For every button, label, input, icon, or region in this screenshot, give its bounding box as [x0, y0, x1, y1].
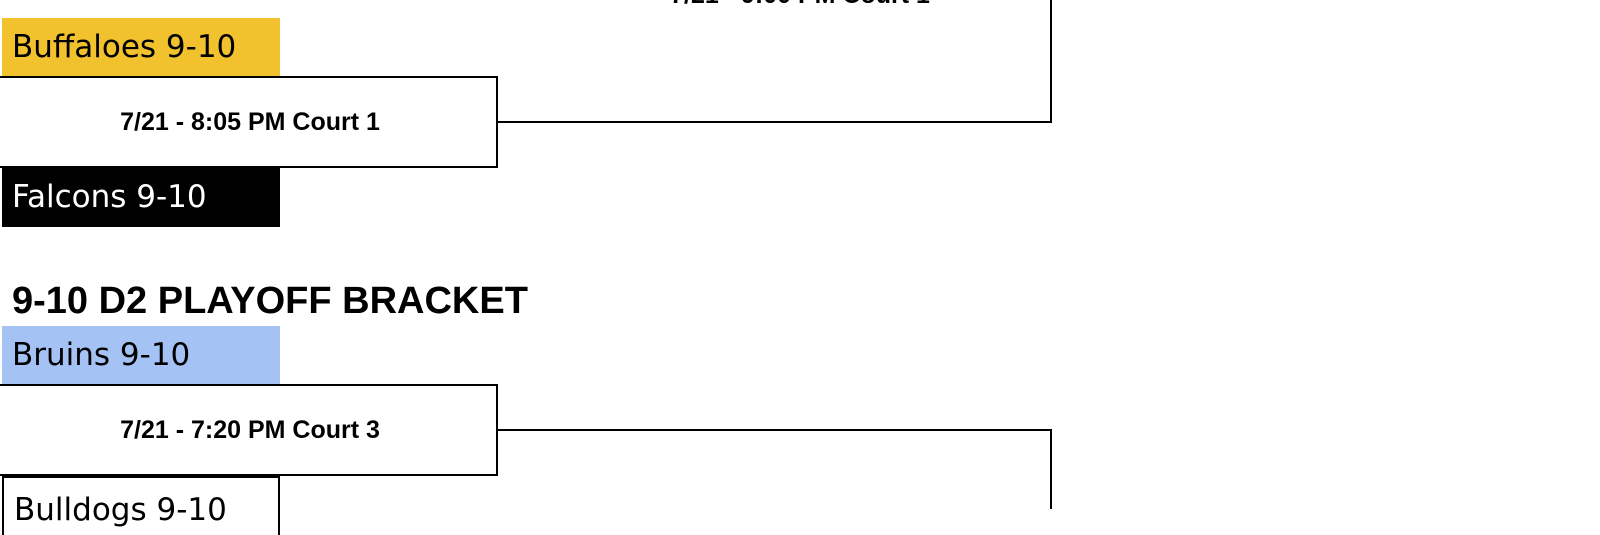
top-game-label: 7/21 - 9:00 PM Court 1 [640, 0, 960, 10]
game-box[interactable]: 7/21 - 7:20 PM Court 3 [0, 384, 498, 476]
bracket-connector-horizontal [496, 429, 1052, 431]
bracket-connector-horizontal [496, 121, 1052, 123]
team-bruins[interactable]: Bruins 9-10 [2, 326, 280, 385]
game-label: 7/21 - 7:20 PM Court 3 [120, 415, 380, 444]
game-box[interactable]: 7/21 - 8:05 PM Court 1 [0, 76, 498, 168]
team-buffaloes[interactable]: Buffaloes 9-10 [2, 18, 280, 77]
bracket-title: 9-10 D2 PLAYOFF BRACKET [12, 280, 528, 322]
team-bulldogs[interactable]: Bulldogs 9-10 [2, 476, 280, 535]
bracket-connector-vertical [1050, 429, 1052, 509]
game-label: 7/21 - 8:05 PM Court 1 [120, 107, 380, 136]
team-falcons[interactable]: Falcons 9-10 [2, 168, 280, 227]
bracket-connector-vertical [1050, 0, 1052, 123]
